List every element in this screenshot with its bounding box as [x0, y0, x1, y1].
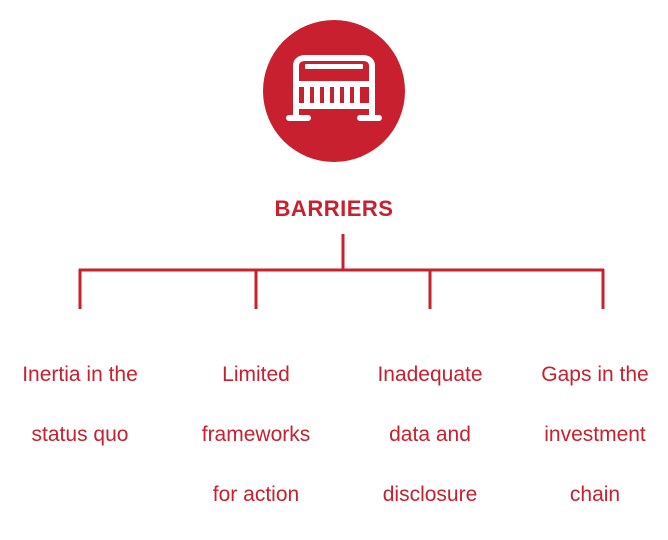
item-line: frameworks [201, 423, 311, 446]
barrier-item-1: Inertia in the status quo [5, 330, 155, 480]
barrier-item-2: Limited frameworks for action [181, 330, 331, 540]
item-line: Inadequate [377, 363, 483, 386]
barrier-item-3: Inadequate data and disclosure [355, 330, 505, 540]
item-line: data and [389, 423, 471, 446]
item-line: chain [569, 483, 621, 506]
barriers-diagram: BARRIERS Inertia in the status quo Limit… [22, 20, 649, 506]
diagram-title: BARRIERS [274, 196, 394, 221]
item-line: Inertia in the [22, 363, 138, 386]
item-line: investment [544, 423, 646, 446]
barrier-icon-badge [263, 20, 405, 162]
item-line: status quo [31, 423, 129, 446]
item-line: Gaps in the [541, 363, 649, 386]
connector-lines [78, 234, 605, 309]
item-line: disclosure [382, 483, 478, 506]
item-line: for action [212, 483, 300, 506]
barrier-icon [263, 20, 405, 162]
item-line: Limited [222, 363, 290, 386]
barrier-item-4: Gaps in the investment chain [520, 330, 668, 540]
